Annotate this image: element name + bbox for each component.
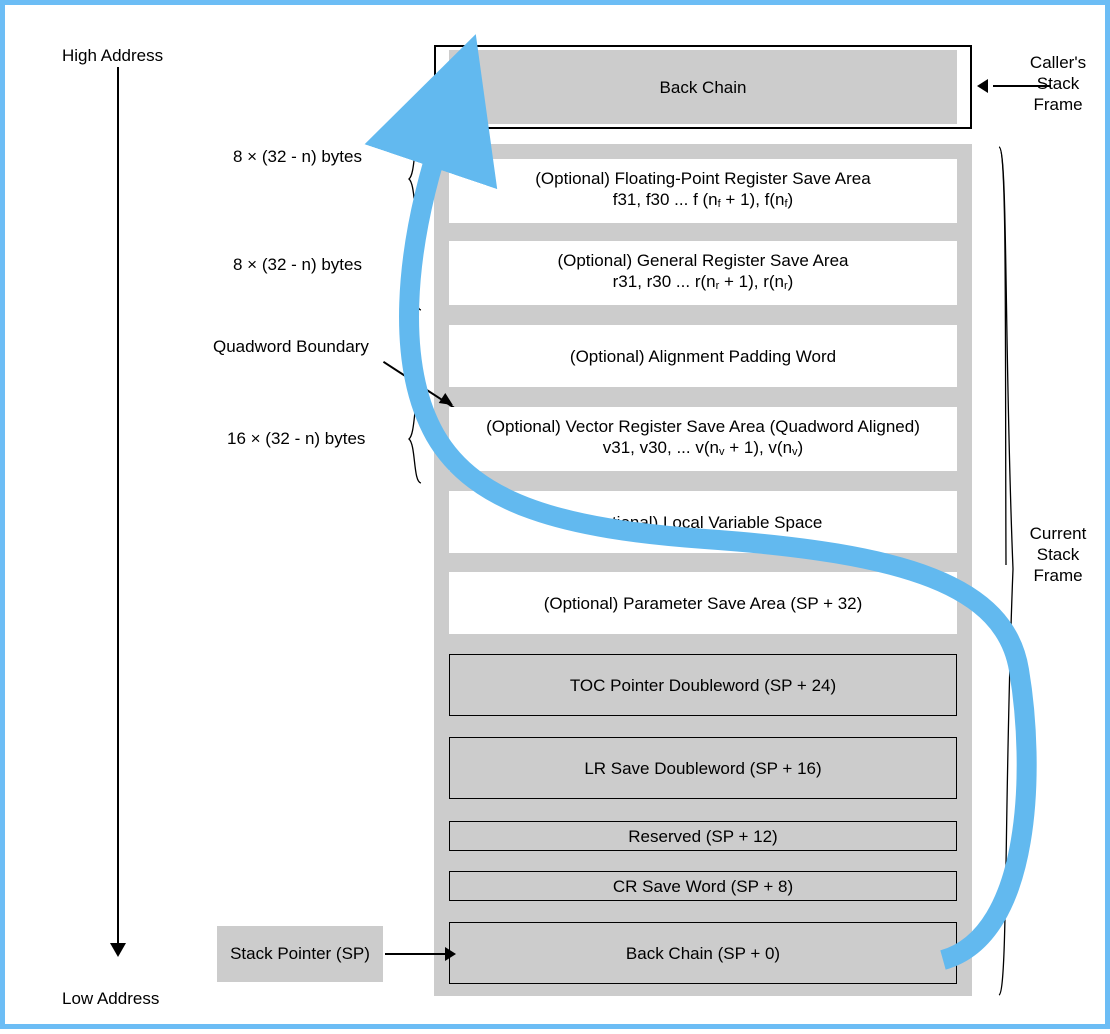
- quadword-boundary-label: Quadword Boundary: [213, 337, 369, 356]
- stack-pointer-line: [385, 953, 447, 955]
- slot-gpr-line1: (Optional) General Register Save Area: [557, 250, 849, 270]
- slot-alignment-padding-word-label: (Optional) Alignment Padding Word: [569, 346, 837, 366]
- slot-parameter-save-area-label: (Optional) Parameter Save Area (SP + 32): [543, 593, 863, 613]
- slot-back-chain-sp0[interactable]: Back Chain (SP + 0): [449, 922, 957, 984]
- brace-fpr-size: [408, 134, 422, 224]
- brace-gpr-size: [408, 221, 422, 311]
- high-address-label: High Address: [62, 46, 164, 65]
- diagram-stage: High Address Low Address Back Chain Call…: [5, 5, 1110, 1034]
- slot-local-variable-space[interactable]: (Optional) Local Variable Space: [449, 491, 957, 553]
- slot-lr-save-doubleword-label: LR Save Doubleword (SP + 16): [584, 758, 822, 778]
- slot-gpr-line2: r31, r30 ... r(nr + 1), r(nr): [612, 271, 794, 292]
- address-axis-line: [117, 67, 119, 947]
- slot-back-chain-sp0-label: Back Chain (SP + 0): [625, 943, 781, 963]
- slot-local-variable-space-label: (Optional) Local Variable Space: [583, 512, 823, 532]
- slot-parameter-save-area[interactable]: (Optional) Parameter Save Area (SP + 32): [449, 572, 957, 634]
- slot-vr-line2: v31, v30, ... v(nv + 1), v(nv): [602, 437, 804, 458]
- slot-reserved[interactable]: Reserved (SP + 12): [449, 821, 957, 851]
- slot-toc-pointer-doubleword[interactable]: TOC Pointer Doubleword (SP + 24): [449, 654, 957, 716]
- stack-pointer-label: Stack Pointer (SP): [230, 944, 370, 963]
- slot-back-chain-label: Back Chain: [659, 77, 747, 97]
- slot-cr-save-word[interactable]: CR Save Word (SP + 8): [449, 871, 957, 901]
- callers-frame-pointer-line: [993, 85, 1051, 87]
- low-address-label: Low Address: [62, 989, 160, 1008]
- current-stack-frame-brace: [998, 146, 1014, 996]
- slot-reserved-label: Reserved (SP + 12): [628, 826, 778, 846]
- slot-fpr-line1: (Optional) Floating-Point Register Save …: [535, 168, 871, 188]
- slot-toc-pointer-doubleword-label: TOC Pointer Doubleword (SP + 24): [569, 675, 837, 695]
- size-note-gpr: 8 × (32 - n) bytes: [233, 255, 362, 274]
- stack-pointer-arrowhead: [445, 947, 456, 961]
- slot-floating-point-register-save-area[interactable]: (Optional) Floating-Point Register Save …: [449, 159, 957, 223]
- size-note-vr: 16 × (32 - n) bytes: [227, 429, 366, 448]
- stack-pointer-box[interactable]: Stack Pointer (SP): [217, 926, 383, 982]
- slot-lr-save-doubleword[interactable]: LR Save Doubleword (SP + 16): [449, 737, 957, 799]
- size-note-fpr: 8 × (32 - n) bytes: [233, 147, 362, 166]
- slot-vr-line1: (Optional) Vector Register Save Area (Qu…: [486, 416, 920, 436]
- callers-frame-pointer-arrowhead: [977, 79, 988, 93]
- slot-fpr-line2: f31, f30 ... f (nf + 1), f(nf): [612, 189, 794, 210]
- slot-alignment-padding-word[interactable]: (Optional) Alignment Padding Word: [449, 325, 957, 387]
- brace-vr-size: [408, 394, 422, 484]
- slot-cr-save-word-label: CR Save Word (SP + 8): [612, 876, 794, 896]
- address-axis-arrowhead: [110, 943, 126, 957]
- slot-vector-register-save-area[interactable]: (Optional) Vector Register Save Area (Qu…: [449, 407, 957, 471]
- slot-general-register-save-area[interactable]: (Optional) General Register Save Area r3…: [449, 241, 957, 305]
- slot-back-chain[interactable]: Back Chain: [449, 50, 957, 124]
